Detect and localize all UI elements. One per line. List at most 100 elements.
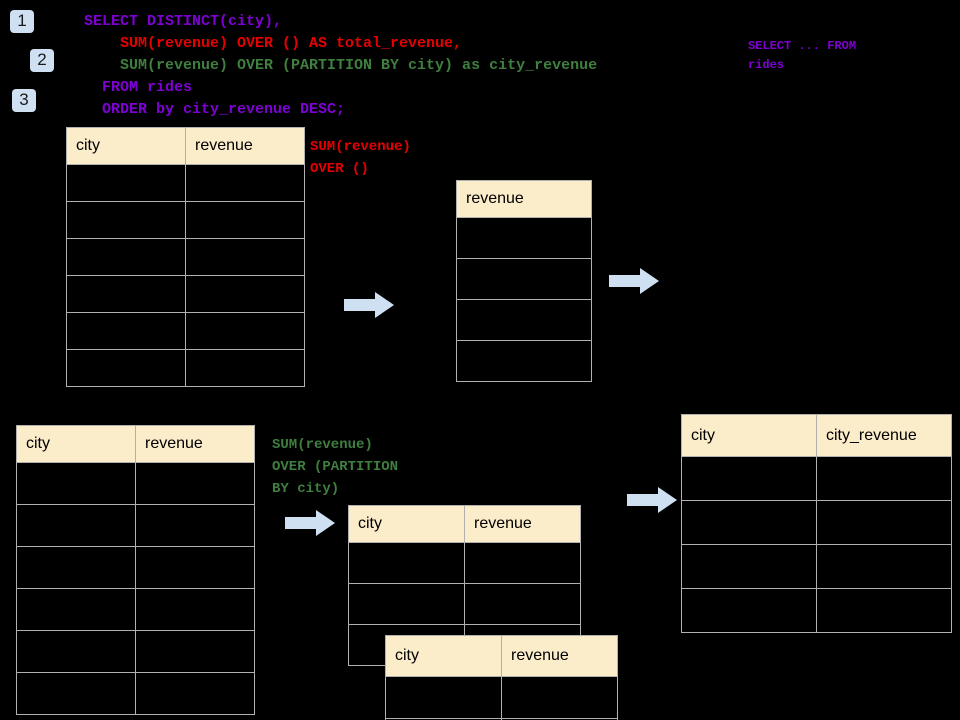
source-table-bottom: city revenue (16, 425, 255, 715)
cell-revenue (185, 201, 305, 239)
cell-revenue (464, 542, 581, 584)
column-header-revenue: revenue (135, 425, 255, 463)
cell-city (16, 546, 136, 589)
table-row (681, 544, 952, 589)
sql-line-select: SELECT DISTINCT(city), (84, 13, 283, 30)
column-header-city: city (348, 505, 465, 543)
column-header-revenue: revenue (456, 180, 592, 218)
table-row (681, 456, 952, 501)
table-row (66, 312, 305, 350)
result-table: city city_revenue (681, 414, 952, 633)
table-row (66, 238, 305, 276)
cell-revenue (464, 583, 581, 625)
table-header-row: city city_revenue (681, 414, 952, 457)
cell-revenue (185, 275, 305, 313)
cell-revenue (185, 349, 305, 387)
cell-city (66, 312, 186, 350)
cell-city (681, 500, 817, 545)
step-badge-1: 1 (10, 10, 34, 33)
cell-city (66, 349, 186, 387)
arrow-total-to-result-icon (609, 268, 659, 294)
cell-revenue (456, 217, 592, 259)
cell-city (16, 462, 136, 505)
column-header-revenue: revenue (185, 127, 305, 165)
column-header-city: city (385, 635, 502, 677)
cell-city-revenue (816, 456, 952, 501)
cell-city (681, 544, 817, 589)
annotation-sum-over-empty: SUM(revenue) OVER () (310, 139, 411, 177)
total-revenue-table: revenue (456, 180, 592, 382)
table-row (456, 299, 592, 341)
table-row (348, 542, 581, 584)
source-table-top: city revenue (66, 127, 305, 387)
cell-revenue (456, 340, 592, 382)
cell-revenue (135, 672, 255, 715)
cell-revenue (135, 504, 255, 547)
table-row (66, 164, 305, 202)
cell-city (681, 456, 817, 501)
cell-city (681, 588, 817, 633)
table-row (348, 583, 581, 625)
table-row (456, 217, 592, 259)
cell-city (16, 630, 136, 673)
side-note-select-from-rides: SELECT ... FROM rides (748, 39, 857, 72)
cell-city (385, 676, 502, 719)
cell-city (16, 504, 136, 547)
sql-line-order-by: ORDER by city_revenue DESC; (84, 101, 346, 118)
table-row (385, 676, 618, 719)
table-header-row: revenue (456, 180, 592, 218)
column-header-city: city (66, 127, 186, 165)
cell-revenue (456, 258, 592, 300)
cell-revenue (185, 312, 305, 350)
table-row (16, 462, 255, 505)
table-row (66, 201, 305, 239)
table-header-row: city revenue (385, 635, 618, 677)
column-header-revenue: revenue (464, 505, 581, 543)
table-row (16, 588, 255, 631)
arrow-source-to-partition-icon (285, 510, 335, 536)
table-row (385, 718, 618, 720)
table-row (66, 349, 305, 387)
cell-revenue (135, 462, 255, 505)
column-header-revenue: revenue (501, 635, 618, 677)
cell-city (16, 588, 136, 631)
table-row (66, 275, 305, 313)
cell-revenue (135, 630, 255, 673)
table-row (681, 500, 952, 545)
table-header-row: city revenue (66, 127, 305, 165)
column-header-city: city (681, 414, 817, 457)
table-row (16, 504, 255, 547)
cell-revenue (501, 676, 618, 719)
cell-revenue (456, 299, 592, 341)
cell-city (66, 275, 186, 313)
partition-table-front: city revenue (385, 635, 618, 720)
sql-line-total-revenue: SUM(revenue) OVER () AS total_revenue, (84, 35, 463, 52)
cell-city (16, 672, 136, 715)
cell-city (348, 583, 465, 625)
table-header-row: city revenue (348, 505, 581, 543)
cell-revenue (185, 238, 305, 276)
table-row (456, 258, 592, 300)
sql-line-city-revenue: SUM(revenue) OVER (PARTITION BY city) as… (84, 57, 598, 74)
column-header-city-revenue: city_revenue (816, 414, 952, 457)
table-row (16, 546, 255, 589)
cell-revenue (135, 588, 255, 631)
step-badge-3: 3 (12, 89, 36, 112)
annotation-sum-over-partition: SUM(revenue) OVER (PARTITION BY city) (272, 437, 399, 497)
arrow-partition-to-result-icon (627, 487, 677, 513)
cell-revenue (135, 546, 255, 589)
cell-city (348, 542, 465, 584)
arrow-source-to-total-icon (344, 292, 394, 318)
sql-line-from: FROM rides (84, 79, 193, 96)
step-badge-2: 2 (30, 49, 54, 72)
cell-city (66, 164, 186, 202)
table-row (456, 340, 592, 382)
cell-city-revenue (816, 588, 952, 633)
cell-revenue (185, 164, 305, 202)
column-header-city: city (16, 425, 136, 463)
cell-city-revenue (816, 500, 952, 545)
cell-city-revenue (816, 544, 952, 589)
cell-city (66, 238, 186, 276)
cell-city (66, 201, 186, 239)
